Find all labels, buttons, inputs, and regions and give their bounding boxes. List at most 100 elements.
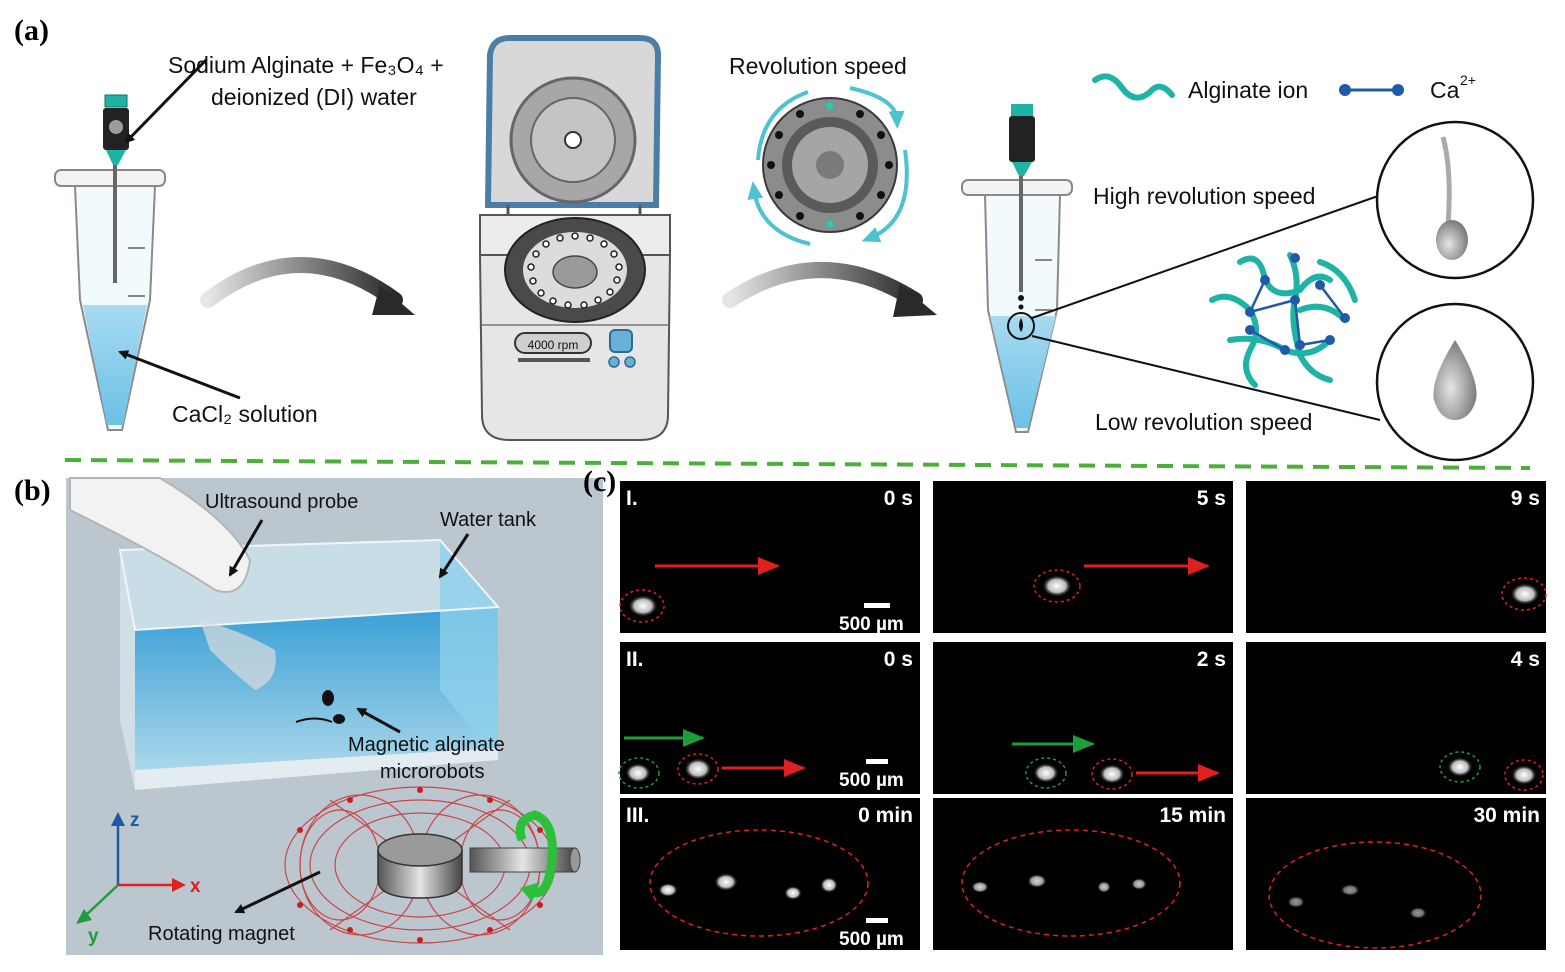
legend-ca: Ca [1430,77,1460,103]
swarm-circle-3-2 [961,829,1181,937]
rev-arrow-top [849,86,905,129]
high-speed-label: High revolution speed [1093,183,1315,209]
swarm-blob-3-1c [784,886,802,900]
time-2-3: 4 s [1511,648,1540,671]
panel-a-label: (a) [14,14,49,47]
robot-pointer [356,707,401,734]
time-1-1: 0 s [884,487,913,510]
section-divider [64,458,1531,470]
left-tube [54,94,166,431]
ultrasound-probe [69,477,252,593]
zoom-circle-high [1375,120,1535,280]
time-1-2: 5 s [1197,487,1226,510]
panel-b-label: (b) [14,474,51,507]
cacl2-pointer [118,350,241,400]
robot-green-circle-2-3 [1439,751,1481,783]
microrobot-2 [333,714,345,724]
swarm-blob-3-3a [1287,896,1305,908]
swarm-circle-3-1 [649,829,869,937]
zoom-line-high [1031,195,1379,319]
robot-red-blob-2-3 [1511,765,1537,785]
row-3-label: III. [626,804,649,827]
centrifuge [478,35,672,441]
frame-1-2 [933,481,1233,633]
magnet-label: Rotating magnet [148,923,295,945]
rev-arrow-left [756,90,809,161]
process-arrow-1 [200,257,403,308]
rotation-arrow-icon [515,810,557,898]
robot-circle-1-1 [619,589,665,623]
swarm-blob-3-1a [658,883,678,897]
swarm-blob-3-3b [1340,884,1360,896]
robot-green-circle-2-2 [1025,757,1067,789]
time-1-3: 9 s [1511,487,1540,510]
robot-green-blob-2-3 [1447,757,1473,777]
time-2-1: 0 s [884,648,913,671]
frame-3-1 [620,798,920,950]
microrobot-1 [322,690,334,706]
cacl2-label: CaCl₂ solution [172,401,318,427]
revolution-label: Revolution speed [729,53,907,79]
tank-label: Water tank [440,509,537,531]
robots-label-line1: Magnetic alginate [348,734,505,756]
tailed-bead-tail [1440,136,1452,226]
time-3-1: 0 min [858,804,913,827]
frame-3-2 [933,798,1233,950]
microrobot-2-tail [295,717,333,723]
rotating-magnet [377,833,581,899]
robot-blob-1-1 [628,595,658,617]
probe-reflection [200,620,276,690]
frame-1-1 [620,481,920,633]
ca-legend-dot-left [1339,84,1351,96]
axis-x-label: x [190,876,201,897]
robot-red-circle-2-1 [677,753,719,785]
scale-label-1: 500 µm [839,614,904,635]
robot-circle-1-2 [1033,569,1081,603]
scale-label-3: 500 µm [839,929,904,950]
frame-2-3 [1246,642,1546,794]
alginate-legend-icon [1092,73,1175,101]
swarm-blob-3-2c [1097,881,1111,893]
robot-red-circle-2-2 [1091,758,1133,790]
syringe-label-line2: deionized (DI) water [211,84,417,110]
swarm-blob-3-2d [1131,878,1147,890]
swarm-blob-3-1b [714,873,738,891]
rotation-arrow-head [520,882,540,902]
robot-green-blob-2-2 [1033,763,1059,783]
magnet-pointer [234,870,321,914]
robot-blob-1-3 [1510,583,1540,605]
syringe-label-line1: Sodium Alginate + Fe₃O₄ + [168,52,444,78]
syringe-pointer [124,58,208,144]
frame-1-3 [1246,481,1546,633]
scale-label-2: 500 µm [839,770,904,791]
row-2-label: II. [626,648,644,671]
frame-3-3 [1246,798,1546,950]
swarm-blob-3-1d [820,877,838,893]
process-arrow-2-head [893,284,937,317]
axis-y-label: y [88,926,99,947]
panel-c-label: (c) [583,465,616,498]
alginate-network [1209,252,1358,388]
frame-2-2 [933,642,1233,794]
swarm-blob-3-3c [1409,907,1427,919]
legend-ca-sup: 2+ [1460,72,1476,88]
scale-bar-3 [866,918,888,923]
swarm-blob-3-2b [1027,874,1047,888]
tank-pointer [438,533,470,579]
rotor [762,97,898,233]
row-1-label: I. [626,487,638,510]
axis-z-label: z [130,810,140,831]
robot-red-circle-2-3 [1504,759,1544,791]
time-3-2: 15 min [1159,804,1226,827]
rev-arrow-bottom [747,181,811,246]
probe-label: Ultrasound probe [205,491,358,513]
robot-red-blob-2-2 [1099,764,1125,784]
robot-circle-1-3 [1501,577,1547,611]
zoom-line-low [1031,335,1381,421]
right-tube [961,104,1073,433]
robot-red-blob-2-1 [684,758,712,780]
swarm-circle-3-3 [1268,841,1482,949]
probe-pointer [228,519,264,577]
legend-alginate: Alginate ion [1188,77,1308,103]
